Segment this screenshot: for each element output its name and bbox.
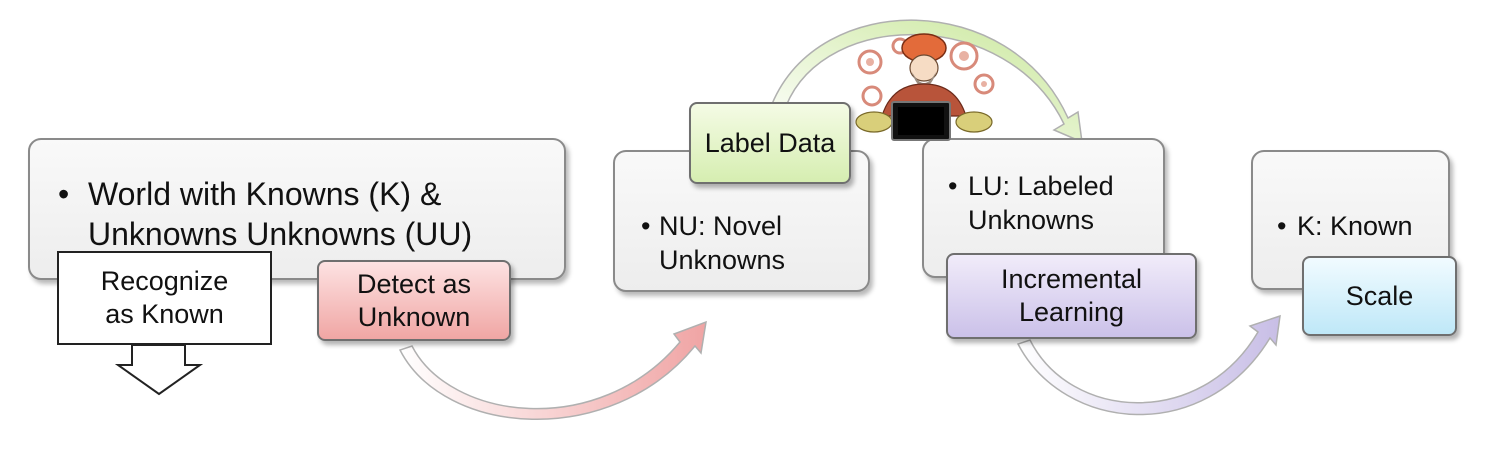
- detect-to-novel-arrow: [398, 320, 707, 420]
- detect-as-unknown-label: Detect as Unknown: [317, 260, 511, 341]
- world-text: World with Knowns (K) & Unknowns Unknown…: [88, 176, 473, 252]
- label-data-text: Label Data: [704, 127, 836, 158]
- down-arrow-icon: [114, 344, 204, 396]
- scale-label: Scale: [1302, 256, 1457, 336]
- incremental-learning-label: Incremental Learning: [946, 253, 1197, 339]
- detect-text: Detect as Unknown: [356, 268, 472, 332]
- known-bullet: • K: Known: [1277, 210, 1413, 244]
- labeled-bullet: • LU: Labeled Unknowns: [948, 170, 1114, 238]
- bullet-dot: •: [58, 176, 70, 212]
- scale-text: Scale: [1345, 280, 1414, 311]
- novel-text: NU: Novel Unknowns: [659, 211, 786, 275]
- label-data-label: Label Data: [689, 102, 851, 184]
- world-box: • World with Knowns (K) & Unknowns Unkno…: [28, 138, 566, 280]
- bullet-dot: •: [641, 211, 651, 241]
- incremental-to-known-arrow: [1016, 314, 1281, 416]
- recognize-text: Recognize as Known: [100, 266, 229, 329]
- world-bullet: • World with Knowns (K) & Unknowns Unkno…: [58, 174, 472, 254]
- bullet-dot: •: [1277, 211, 1287, 241]
- annotator-at-laptop-icon: [855, 33, 995, 141]
- known-text: K: Known: [1297, 211, 1413, 241]
- incremental-text: Incremental Learning: [1000, 264, 1143, 327]
- novel-bullet: • NU: Novel Unknowns: [641, 210, 785, 278]
- labeled-text: LU: Labeled Unknowns: [968, 171, 1114, 235]
- bullet-dot: •: [948, 171, 958, 201]
- recognize-as-known-label: Recognize as Known: [57, 251, 272, 345]
